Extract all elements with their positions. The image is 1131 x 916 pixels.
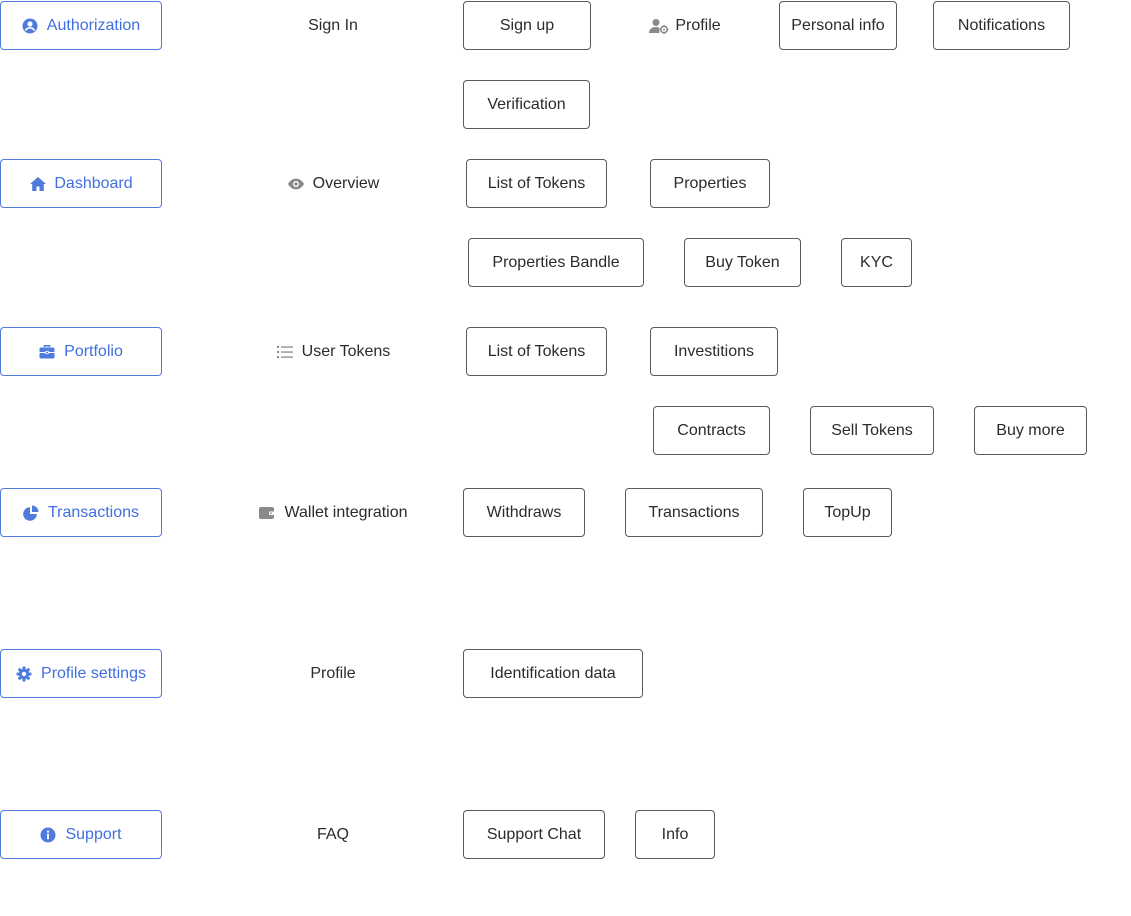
section-portfolio[interactable]: Portfolio bbox=[0, 327, 162, 376]
box-verification-label: Verification bbox=[487, 95, 566, 113]
sub-profile[interactable]: Profile bbox=[640, 1, 730, 50]
box-transactions-label: Transactions bbox=[648, 503, 740, 521]
section-portfolio-label: Portfolio bbox=[64, 342, 123, 360]
box-buy-more[interactable]: Buy more bbox=[974, 406, 1087, 455]
box-withdraws-label: Withdraws bbox=[486, 503, 562, 521]
section-transactions[interactable]: Transactions bbox=[0, 488, 162, 537]
box-sell-tokens-label: Sell Tokens bbox=[831, 421, 913, 439]
briefcase-icon bbox=[39, 344, 55, 360]
box-sell-tokens[interactable]: Sell Tokens bbox=[810, 406, 934, 455]
box-topup[interactable]: TopUp bbox=[803, 488, 892, 537]
section-dashboard[interactable]: Dashboard bbox=[0, 159, 162, 208]
box-transactions[interactable]: Transactions bbox=[625, 488, 763, 537]
box-notifications[interactable]: Notifications bbox=[933, 1, 1070, 50]
box-verification[interactable]: Verification bbox=[463, 80, 590, 129]
box-info-label: Info bbox=[661, 825, 689, 843]
box-list-of-tokens-label: List of Tokens bbox=[487, 174, 586, 192]
box-buy-token[interactable]: Buy Token bbox=[684, 238, 801, 287]
home-icon bbox=[29, 176, 47, 192]
user-circle-icon bbox=[22, 18, 38, 34]
box-buy-token-label: Buy Token bbox=[705, 253, 780, 271]
sub-profile-label: Profile bbox=[675, 16, 721, 34]
box-info[interactable]: Info bbox=[635, 810, 715, 859]
sub-wallet-integration[interactable]: Wallet integration bbox=[240, 488, 426, 537]
info-icon bbox=[40, 827, 56, 843]
box-properties-label: Properties bbox=[673, 174, 747, 192]
wallet-icon bbox=[258, 505, 276, 521]
sub-overview-label: Overview bbox=[312, 174, 380, 192]
box-portfolio-list-of-tokens-label: List of Tokens bbox=[487, 342, 586, 360]
sub-overview[interactable]: Overview bbox=[255, 159, 411, 208]
section-support-label: Support bbox=[65, 825, 122, 843]
box-sign-up[interactable]: Sign up bbox=[463, 1, 591, 50]
list-icon bbox=[276, 344, 294, 360]
box-investitions[interactable]: Investitions bbox=[650, 327, 778, 376]
pie-chart-icon bbox=[23, 505, 39, 521]
box-list-of-tokens[interactable]: List of Tokens bbox=[466, 159, 607, 208]
box-contracts-label: Contracts bbox=[677, 421, 746, 439]
sub-wallet-integration-label: Wallet integration bbox=[284, 503, 408, 521]
box-notifications-label: Notifications bbox=[957, 16, 1046, 34]
box-sign-up-label: Sign up bbox=[499, 16, 555, 34]
box-support-chat-label: Support Chat bbox=[486, 825, 582, 843]
section-support[interactable]: Support bbox=[0, 810, 162, 859]
sub-user-tokens-label: User Tokens bbox=[301, 342, 391, 360]
sub-sign-in-label: Sign In bbox=[308, 16, 358, 34]
box-portfolio-list-of-tokens[interactable]: List of Tokens bbox=[466, 327, 607, 376]
section-dashboard-label: Dashboard bbox=[54, 174, 133, 192]
sub-sign-in[interactable]: Sign In bbox=[255, 1, 411, 50]
box-support-chat[interactable]: Support Chat bbox=[463, 810, 605, 859]
section-authorization-label: Authorization bbox=[46, 16, 141, 34]
gear-icon bbox=[16, 666, 32, 682]
box-personal-info-label: Personal info bbox=[791, 16, 885, 34]
box-kyc[interactable]: KYC bbox=[841, 238, 912, 287]
box-investitions-label: Investitions bbox=[673, 342, 755, 360]
box-personal-info[interactable]: Personal info bbox=[779, 1, 897, 50]
box-properties-bandle-label: Properties Bandle bbox=[492, 253, 620, 271]
sub-faq-label: FAQ bbox=[316, 825, 349, 843]
box-contracts[interactable]: Contracts bbox=[653, 406, 770, 455]
section-transactions-label: Transactions bbox=[48, 503, 139, 521]
box-identification-data-label: Identification data bbox=[490, 664, 616, 682]
section-profile-settings[interactable]: Profile settings bbox=[0, 649, 162, 698]
box-properties[interactable]: Properties bbox=[650, 159, 770, 208]
box-kyc-label: KYC bbox=[860, 253, 893, 271]
box-properties-bandle[interactable]: Properties Bandle bbox=[468, 238, 644, 287]
box-buy-more-label: Buy more bbox=[996, 421, 1065, 439]
section-profile-settings-label: Profile settings bbox=[41, 664, 146, 682]
section-authorization[interactable]: Authorization bbox=[0, 1, 162, 50]
box-withdraws[interactable]: Withdraws bbox=[463, 488, 585, 537]
box-topup-label: TopUp bbox=[824, 503, 871, 521]
user-gear-icon bbox=[649, 18, 669, 34]
sub-faq[interactable]: FAQ bbox=[255, 810, 411, 859]
sub-user-tokens[interactable]: User Tokens bbox=[255, 327, 411, 376]
eye-icon bbox=[287, 176, 305, 192]
sub-profile-settings-profile-label: Profile bbox=[310, 664, 356, 682]
box-identification-data[interactable]: Identification data bbox=[463, 649, 643, 698]
sub-profile-settings-profile[interactable]: Profile bbox=[255, 649, 411, 698]
